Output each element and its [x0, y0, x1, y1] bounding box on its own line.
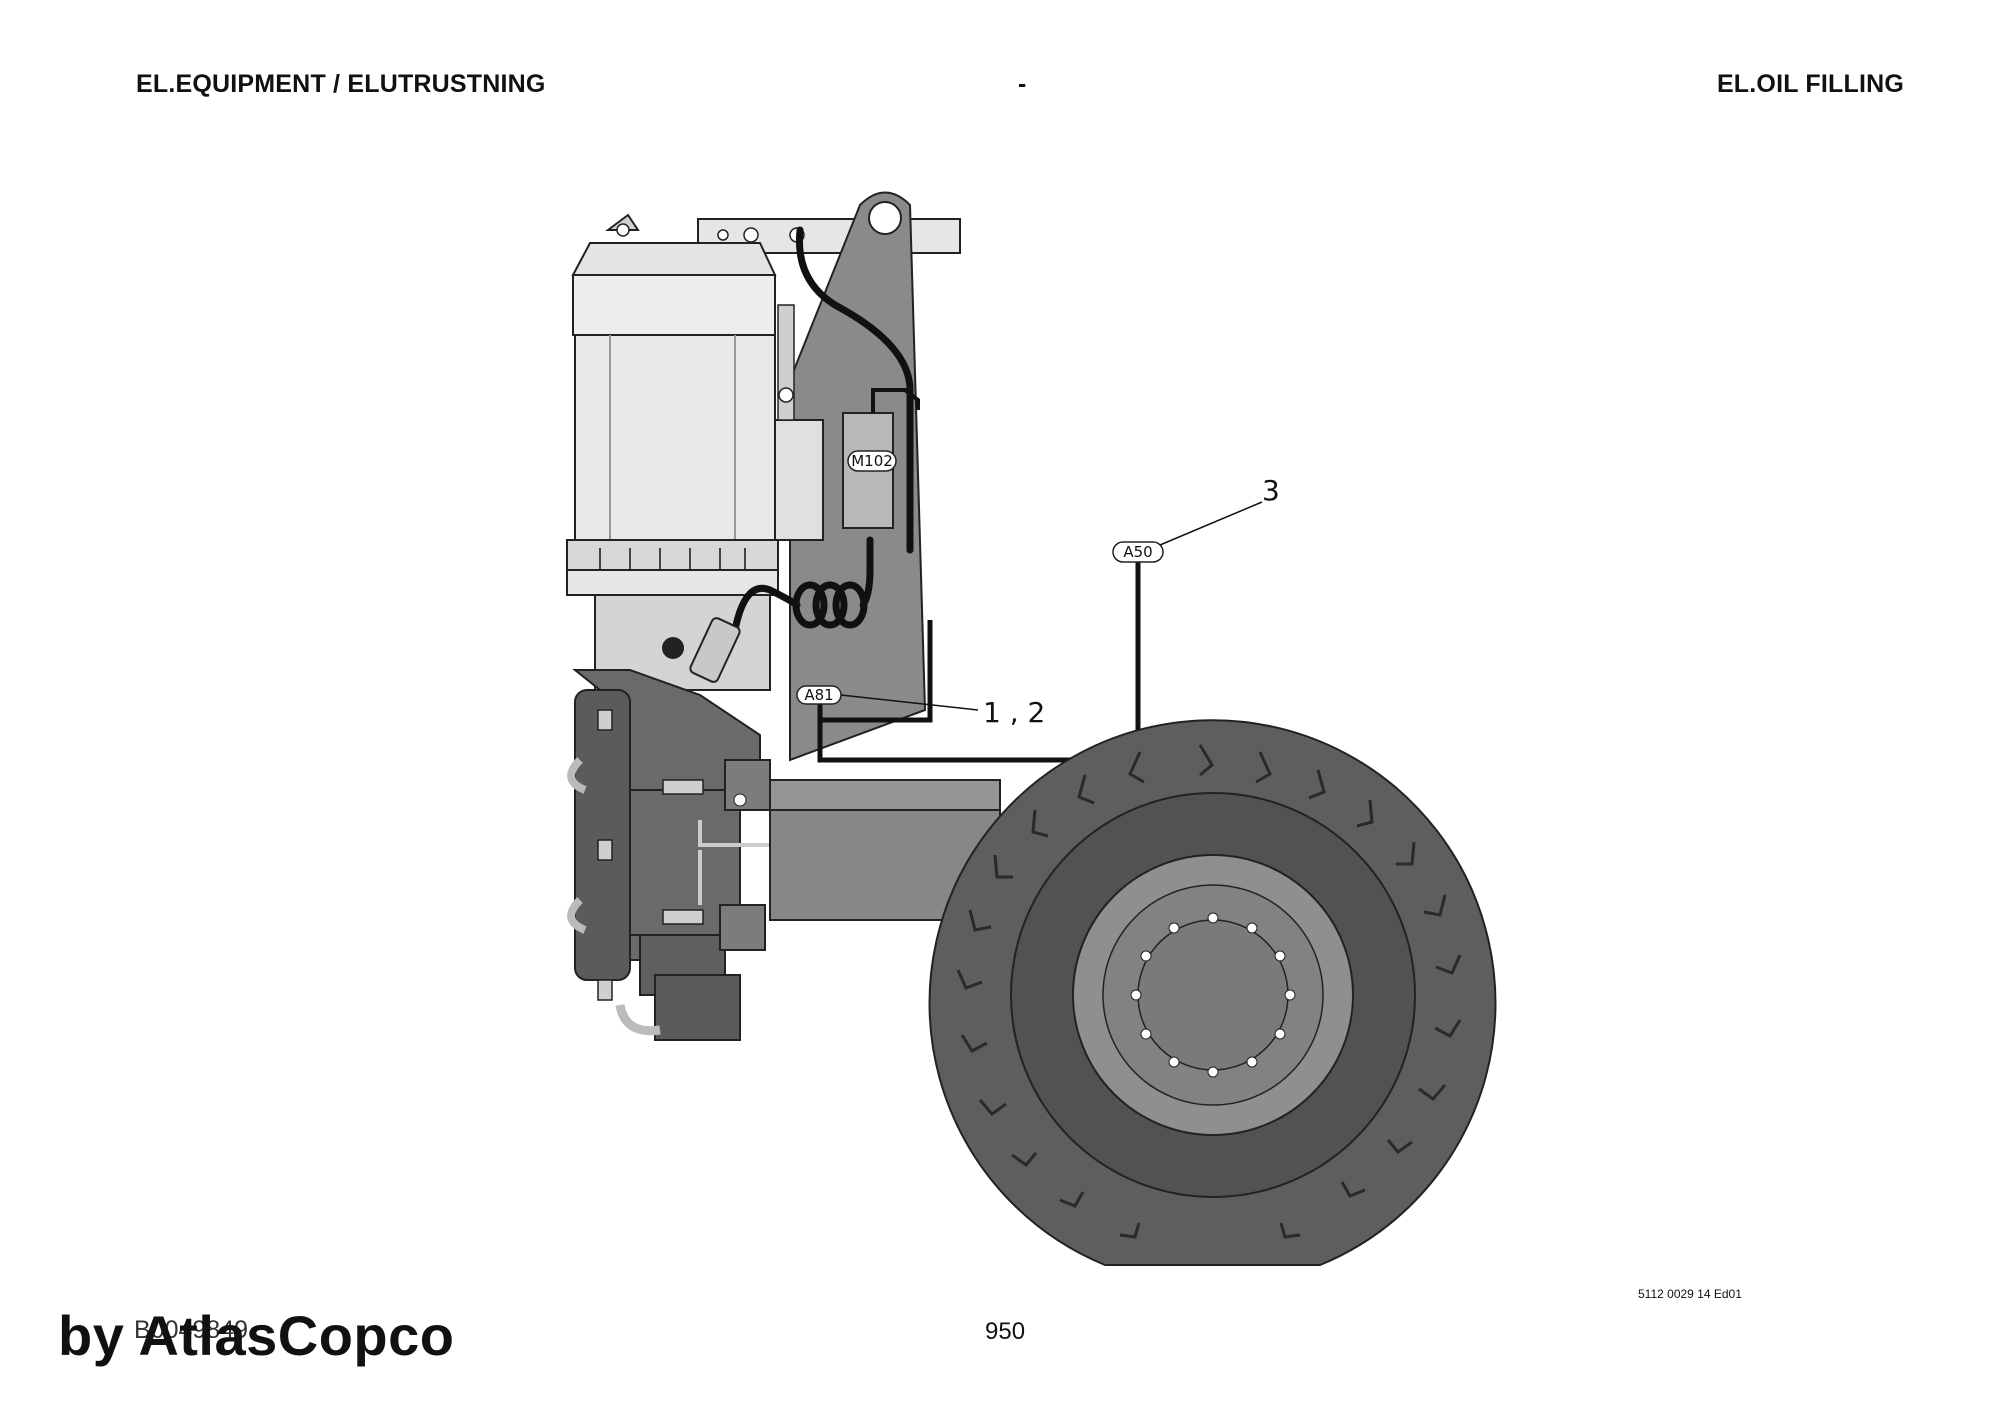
- document-code: 5112 0029 14 Ed01: [1638, 1287, 1742, 1301]
- tag-a50-label: A50: [1123, 543, 1152, 561]
- tag-a81-label: A81: [804, 686, 833, 704]
- callout-3: 3: [1262, 474, 1280, 507]
- sensor-connector: [689, 617, 741, 683]
- tag-m102-label: M102: [851, 452, 893, 470]
- page-number: 950: [985, 1318, 1026, 1345]
- hydraulic-block: [567, 669, 777, 1041]
- atlascopco-watermark: by AtlasCopco: [58, 1304, 455, 1367]
- electric-motor: [566, 213, 824, 691]
- mounting-bar: [697, 218, 961, 254]
- header-separator: -: [1018, 70, 1027, 98]
- tag-a50: A50: [1112, 541, 1164, 563]
- header-right-title: EL.OIL FILLING: [1716, 70, 1904, 98]
- sensor-cable: [731, 226, 914, 634]
- header-left-title: EL.EQUIPMENT / ELUTRUSTNING: [136, 70, 546, 98]
- leader-line-1-2: [840, 694, 979, 711]
- tag-a81: A81: [796, 685, 842, 705]
- callout-1-2: 1 , 2: [983, 696, 1045, 729]
- drawing-number: B0049849: [134, 1316, 249, 1344]
- leader-line-3: [1159, 501, 1263, 546]
- tag-m102: M102: [847, 450, 897, 472]
- wheel: [928, 719, 1497, 1266]
